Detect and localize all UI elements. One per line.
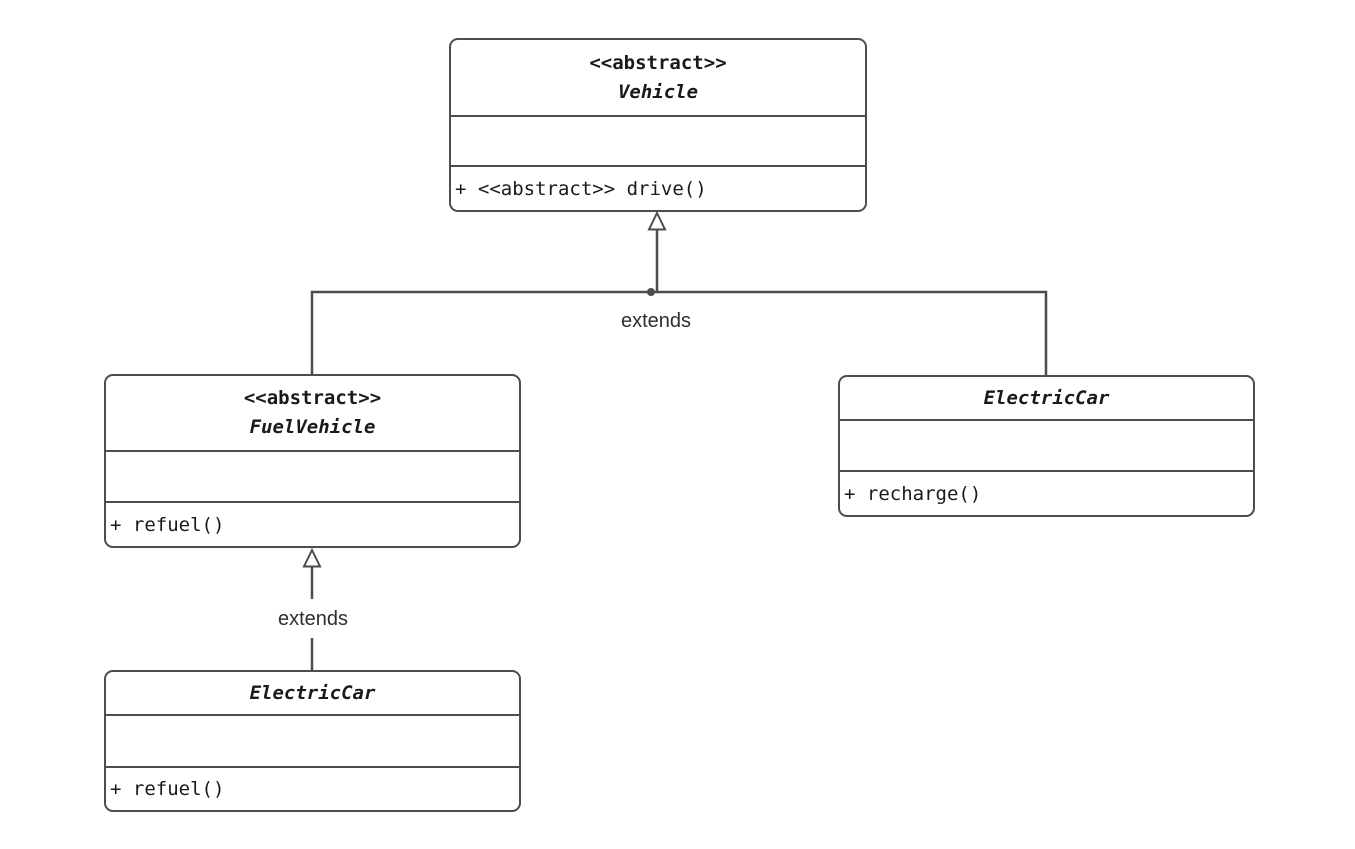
class-attributes-section (840, 419, 1253, 470)
class-title-section: <<abstract>> FuelVehicle (106, 376, 519, 450)
class-name: ElectricCar (249, 681, 376, 704)
class-attributes-section (106, 450, 519, 501)
class-method: + <<abstract>> drive() (451, 165, 865, 210)
class-attributes-section (451, 115, 865, 165)
class-method: + recharge() (840, 470, 1253, 515)
class-name: FuelVehicle (249, 416, 376, 438)
class-title-section: <<abstract>> Vehicle (451, 40, 865, 115)
class-attributes-section (106, 714, 519, 766)
stereotype-label: <<abstract>> (589, 51, 727, 74)
edge-branch-fuelvehicle-electriccar (310, 290, 1048, 375)
edge-label-extends-top: extends (617, 310, 695, 332)
class-box-electriccar-right: ElectricCar + recharge() (838, 375, 1255, 517)
class-title-section: ElectricCar (840, 377, 1253, 419)
inheritance-arrowhead-fuelvehicle (302, 547, 322, 568)
inheritance-arrowhead-vehicle (647, 210, 667, 231)
class-name: ElectricCar (983, 386, 1110, 409)
class-title-section: ElectricCar (106, 672, 519, 714)
class-name: Vehicle (617, 80, 699, 103)
edge-label-extends-bottom: extends (274, 608, 352, 630)
class-method: + refuel() (106, 501, 519, 546)
class-box-electriccar-bottom: ElectricCar + refuel() (104, 670, 521, 812)
class-box-vehicle: <<abstract>> Vehicle + <<abstract>> driv… (449, 38, 867, 212)
edge-junction-dot (647, 288, 655, 296)
stereotype-label: <<abstract>> (243, 387, 382, 409)
class-method: + refuel() (106, 766, 519, 810)
class-box-fuelvehicle: <<abstract>> FuelVehicle + refuel() (104, 374, 521, 548)
